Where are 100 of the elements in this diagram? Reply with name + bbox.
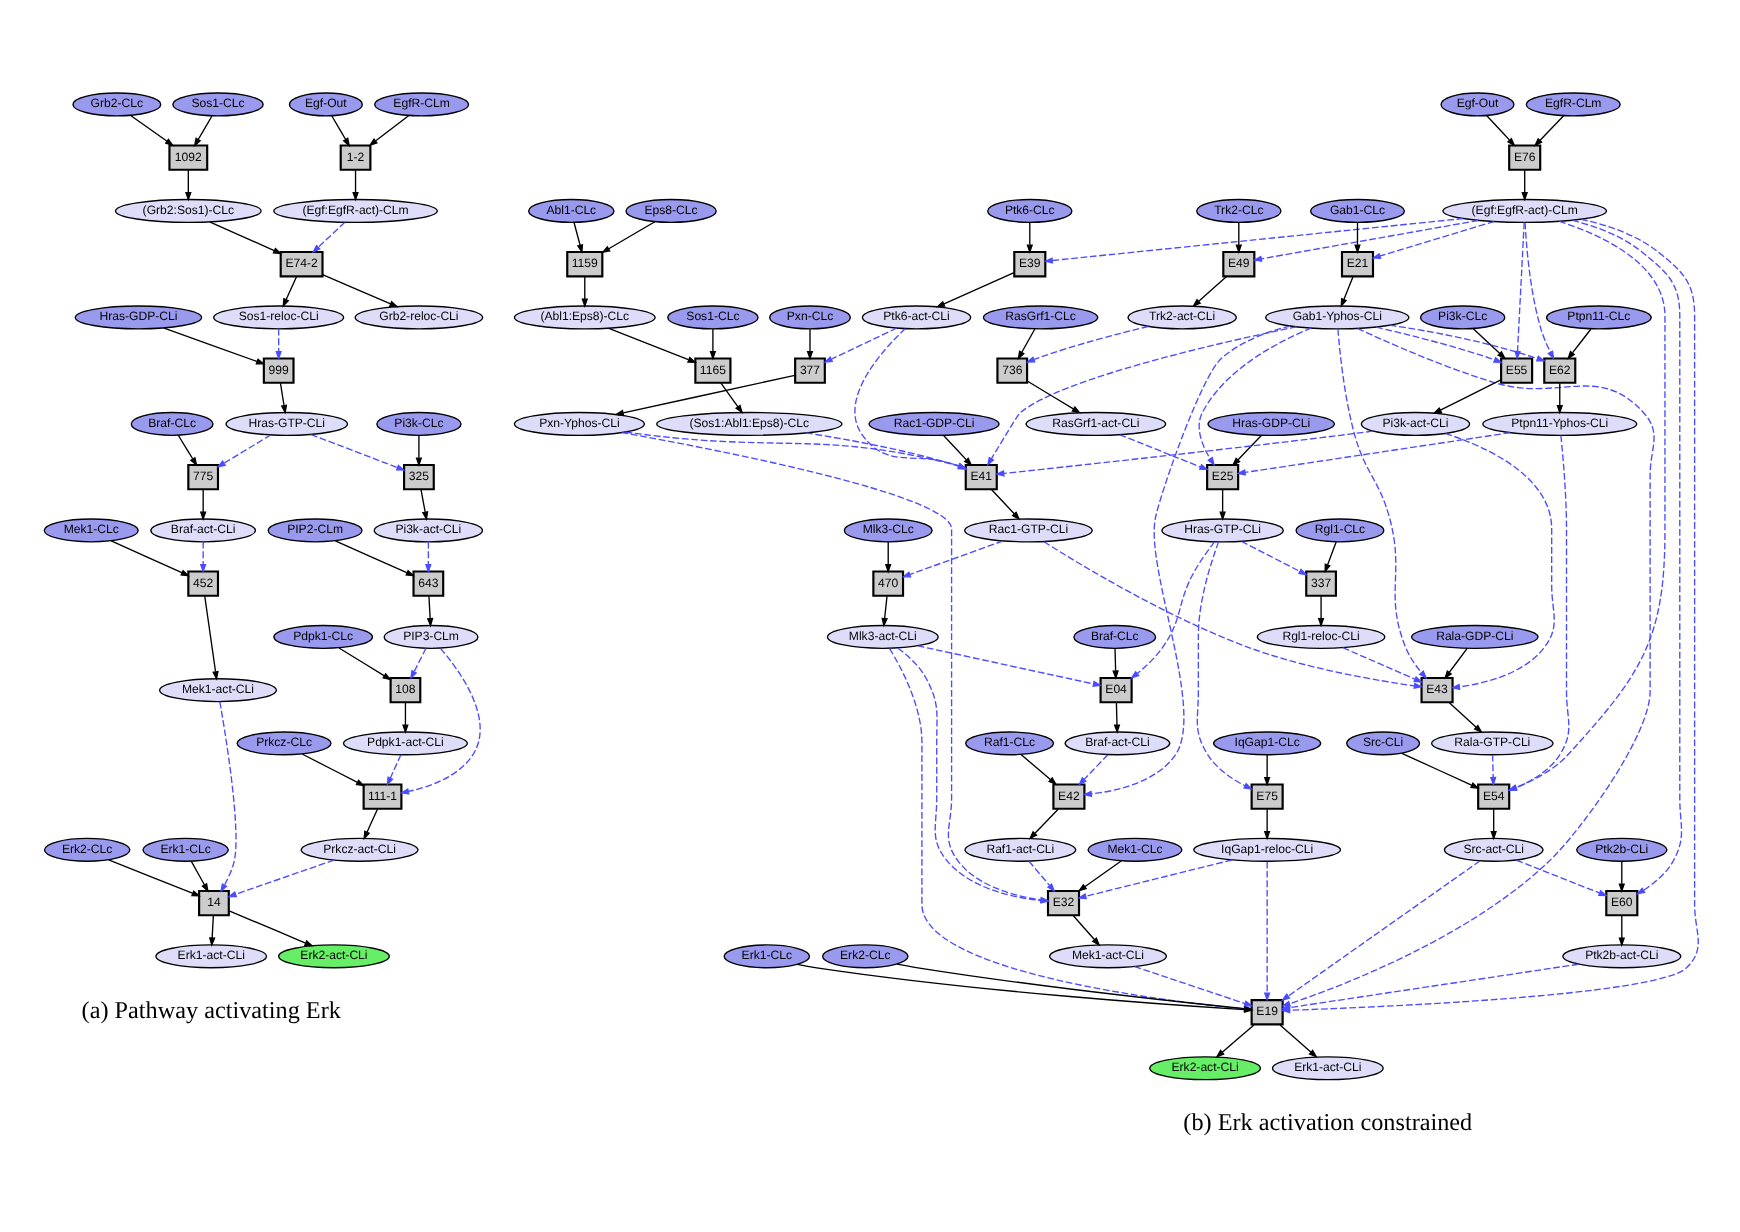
arrow bbox=[1618, 915, 1626, 947]
arrow bbox=[1280, 860, 1481, 1002]
arrow bbox=[573, 221, 584, 254]
arrow bbox=[199, 541, 207, 574]
arrow bbox=[1082, 325, 1291, 798]
arrow bbox=[986, 326, 1298, 467]
arrow bbox=[1025, 325, 1149, 363]
arrow bbox=[823, 327, 898, 363]
arrow bbox=[608, 327, 697, 364]
arrow bbox=[415, 434, 423, 467]
arrow bbox=[190, 860, 209, 893]
arrow bbox=[1028, 808, 1059, 840]
arrow bbox=[334, 540, 416, 577]
arrow bbox=[720, 382, 744, 415]
arrow bbox=[1028, 860, 1056, 893]
arrow bbox=[1618, 860, 1626, 893]
arrow bbox=[884, 541, 892, 574]
arrow bbox=[614, 374, 796, 417]
arrow bbox=[991, 489, 1021, 521]
arrow bbox=[1432, 379, 1502, 415]
arrow bbox=[1133, 965, 1254, 1007]
arrow bbox=[1556, 382, 1564, 415]
arrow bbox=[331, 115, 351, 148]
arrow bbox=[1112, 647, 1119, 680]
arrow bbox=[1236, 432, 1511, 476]
arrow bbox=[806, 328, 814, 361]
arrow bbox=[1235, 221, 1243, 254]
arrow bbox=[1337, 328, 1428, 680]
arrow bbox=[1196, 541, 1254, 790]
arrow bbox=[420, 489, 429, 521]
arrow bbox=[193, 115, 213, 148]
arrow bbox=[935, 271, 1015, 308]
arrow bbox=[1280, 963, 1579, 1011]
arrow bbox=[1026, 221, 1034, 254]
arrow bbox=[1072, 915, 1101, 947]
arrow bbox=[410, 647, 427, 680]
arrow bbox=[1119, 434, 1209, 471]
arrow bbox=[1231, 434, 1263, 467]
arrow bbox=[338, 647, 392, 681]
arrow bbox=[1445, 432, 1555, 691]
arrow bbox=[1571, 219, 1683, 895]
arrow bbox=[1192, 276, 1227, 308]
arrow bbox=[1354, 221, 1361, 254]
arrow bbox=[1389, 324, 1546, 362]
arrow bbox=[301, 753, 366, 787]
arrow bbox=[1263, 754, 1271, 787]
arrow bbox=[1444, 647, 1468, 680]
arrow bbox=[1489, 754, 1497, 787]
arrow bbox=[1485, 114, 1516, 147]
arrow bbox=[129, 114, 175, 147]
arrow bbox=[1198, 327, 1312, 467]
arrow bbox=[311, 221, 346, 254]
arrow bbox=[1514, 221, 1525, 361]
arrow bbox=[208, 915, 216, 947]
arrow bbox=[1515, 859, 1608, 897]
arrow bbox=[709, 328, 717, 361]
arrow bbox=[1263, 808, 1271, 841]
arrow bbox=[1448, 702, 1483, 734]
arrow bbox=[199, 489, 207, 521]
arrow bbox=[1043, 217, 1464, 264]
arrow bbox=[1375, 326, 1503, 364]
arrow bbox=[321, 273, 399, 308]
arrow bbox=[881, 595, 888, 628]
arrow bbox=[310, 433, 406, 471]
arrow bbox=[1401, 752, 1480, 789]
arrow bbox=[1240, 540, 1308, 576]
arrow bbox=[1215, 1024, 1255, 1059]
arrow bbox=[1219, 489, 1226, 521]
arrow bbox=[942, 434, 973, 467]
arrow bbox=[1340, 276, 1354, 308]
arrow bbox=[386, 754, 402, 787]
arrow bbox=[994, 430, 1374, 477]
arrow bbox=[363, 808, 379, 841]
arrow bbox=[399, 647, 481, 795]
arrow bbox=[1077, 754, 1109, 786]
label: (b) Erk activation constrained bbox=[1183, 1108, 1473, 1137]
arrow bbox=[901, 540, 1004, 578]
arrow bbox=[204, 595, 219, 681]
arrow bbox=[600, 221, 656, 254]
arrow bbox=[275, 328, 282, 361]
arrow bbox=[1026, 380, 1082, 414]
arrow bbox=[1472, 327, 1507, 360]
arrow bbox=[108, 859, 201, 897]
arrow bbox=[282, 276, 298, 308]
arrow bbox=[1521, 169, 1529, 202]
arrow bbox=[227, 859, 335, 898]
arrow bbox=[219, 700, 237, 893]
arrow bbox=[279, 382, 288, 415]
arrow bbox=[1281, 327, 1655, 1007]
arrow bbox=[216, 434, 272, 468]
arrow bbox=[368, 114, 410, 147]
arrow bbox=[1077, 859, 1233, 900]
arrow bbox=[1279, 1024, 1318, 1059]
arrow bbox=[110, 540, 191, 577]
arrow bbox=[177, 434, 198, 467]
arrow bbox=[228, 910, 314, 947]
arrow bbox=[1317, 595, 1325, 628]
label: (a) Pathway activating Erk bbox=[81, 996, 341, 1025]
arrow bbox=[209, 221, 283, 255]
arrow bbox=[1113, 702, 1121, 734]
